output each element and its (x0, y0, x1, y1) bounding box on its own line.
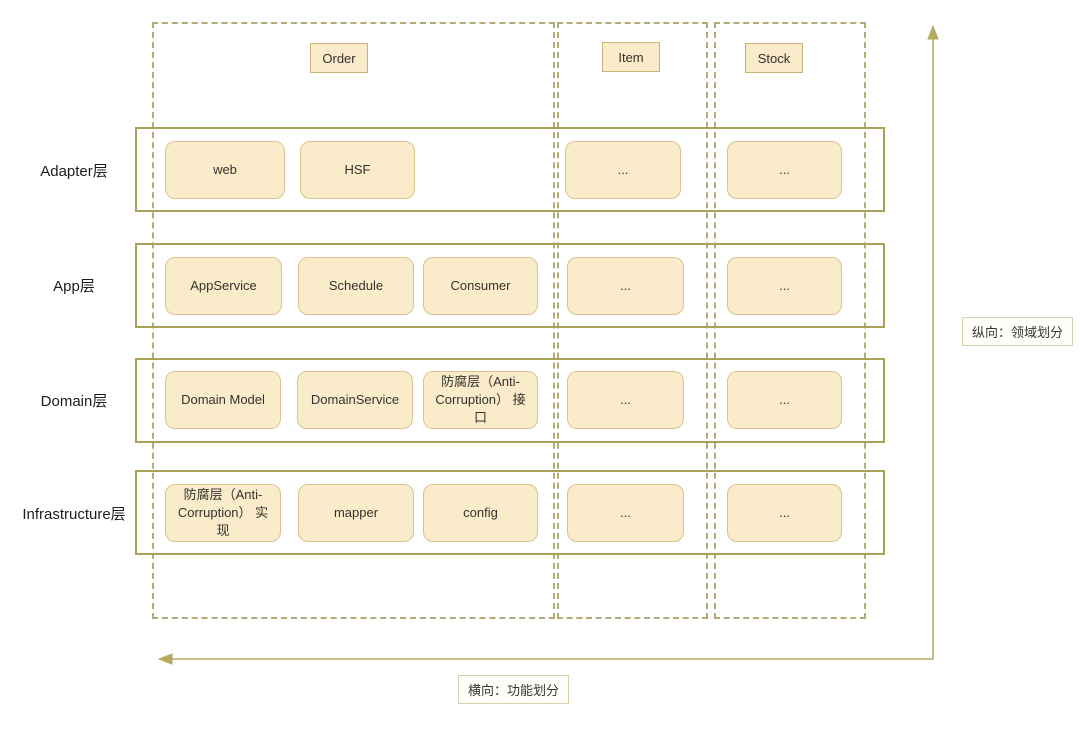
component-box-ellipsis: ... (727, 257, 842, 315)
component-box-ellipsis: ... (567, 257, 684, 315)
component-box-domainservice: DomainService (297, 371, 413, 429)
layer-label-infrastructure: Infrastructure层 (22, 506, 126, 523)
component-box-ellipsis: ... (727, 484, 842, 542)
component-box-anticorruption-interface: 防腐层（Anti- Corruption） 接口 (423, 371, 538, 429)
component-box-web: web (165, 141, 285, 199)
component-box-anticorruption-impl: 防腐层（Anti- Corruption） 实现 (165, 484, 281, 542)
horizontal-axis-note: 横向：功能划分 (458, 675, 570, 704)
component-box-ellipsis: ... (727, 371, 842, 429)
layer-label-adapter: Adapter层 (40, 163, 108, 180)
component-box-ellipsis: ... (567, 371, 684, 429)
component-box-hsf: HSF (300, 141, 415, 199)
component-box-consumer: Consumer (423, 257, 538, 315)
up-arrowhead-icon (927, 24, 939, 40)
column-header-order-label: Order (322, 50, 356, 66)
layer-label-app: App层 (53, 278, 95, 295)
component-box-ellipsis: ... (567, 484, 684, 542)
column-header-stock: Stock (745, 43, 803, 73)
column-header-stock-label: Stock (757, 50, 791, 66)
component-box-config: config (423, 484, 538, 542)
component-box-schedule: Schedule (298, 257, 414, 315)
column-header-item-label: Item (618, 49, 644, 65)
column-header-order: Order (310, 43, 368, 73)
layer-label-domain: Domain层 (40, 393, 108, 410)
component-box-appservice: AppService (165, 257, 282, 315)
left-arrowhead-icon (157, 653, 173, 665)
component-box-ellipsis: ... (565, 141, 681, 199)
component-box-ellipsis: ... (727, 141, 842, 199)
component-box-domain-model: Domain Model (165, 371, 281, 429)
vertical-axis-note: 纵向：领域划分 (962, 317, 1074, 346)
column-header-item: Item (602, 42, 660, 72)
component-box-mapper: mapper (298, 484, 414, 542)
